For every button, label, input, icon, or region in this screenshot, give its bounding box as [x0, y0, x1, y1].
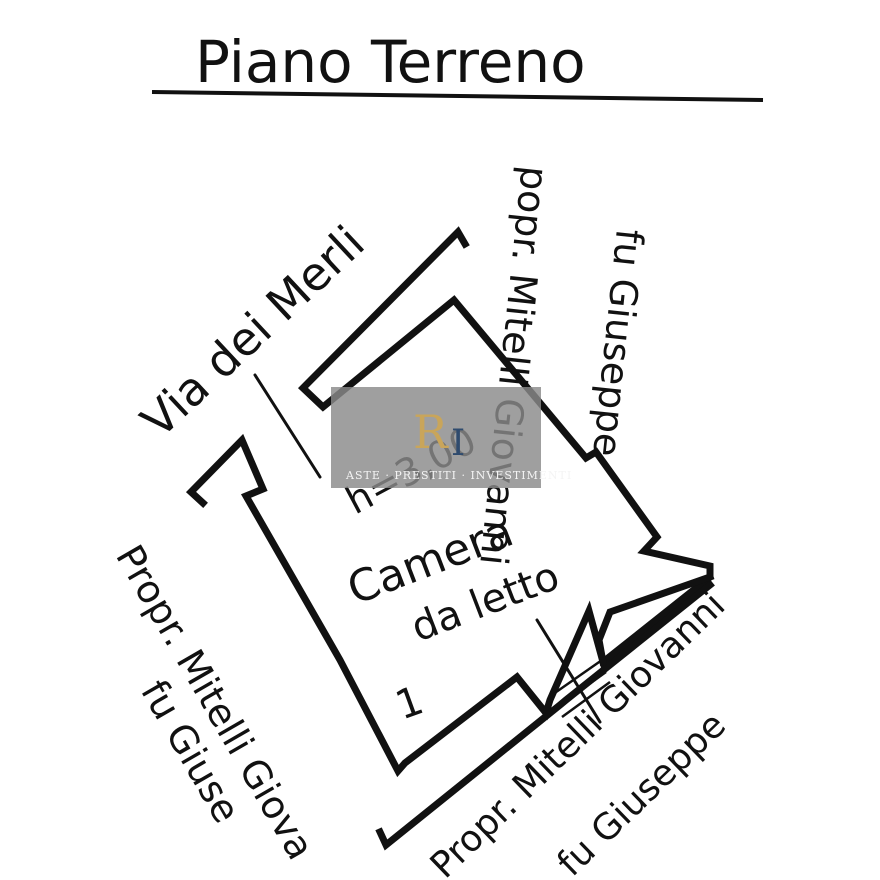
owner-right-father: fu Giuseppe [584, 227, 652, 459]
owner-right-name: popr. Mitelli Giovanni [471, 164, 557, 567]
room-number: 1 [390, 677, 430, 729]
owner-leader-line [535, 618, 602, 724]
watermark-monogram-2: I [451, 423, 465, 464]
watermark-text: ASTE · PRESTITI · INVESTIMENTI [345, 469, 572, 482]
street-leader-line [253, 373, 322, 479]
wall-notch [595, 572, 715, 667]
watermark-monogram: R [413, 405, 449, 459]
room-walls [185, 226, 714, 778]
plan-title: Piano Terreno [195, 28, 586, 96]
watermark-box [331, 387, 541, 488]
watermark: R I ASTE · PRESTITI · INVESTIMENTI [331, 387, 572, 488]
title-underline [151, 90, 764, 102]
